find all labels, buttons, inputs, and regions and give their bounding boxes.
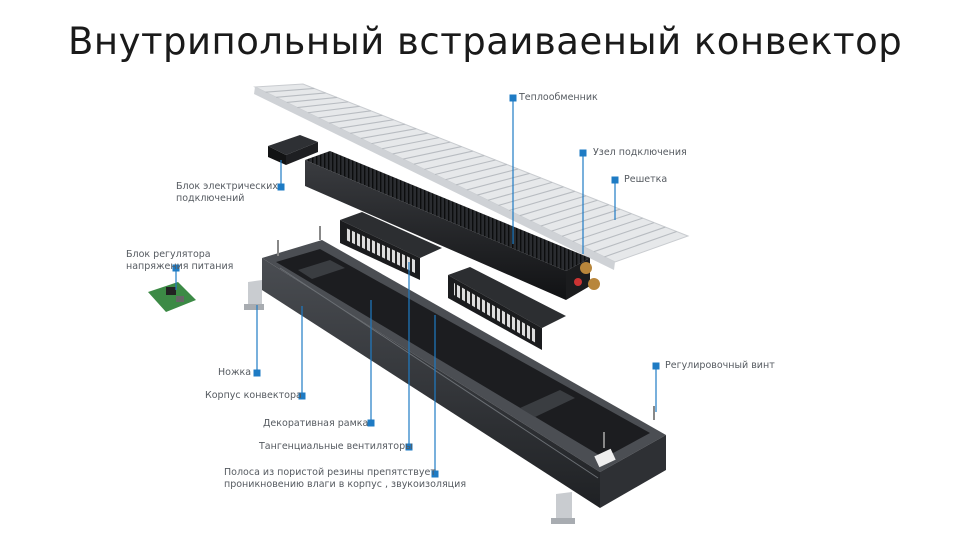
regulator-board	[148, 282, 196, 312]
grille-slat	[413, 150, 473, 165]
label-grille: Решетка	[624, 174, 668, 185]
label-frame: Декоративная рамка	[263, 418, 369, 429]
grille-slat	[329, 114, 383, 124]
grille-slat	[498, 186, 564, 206]
callout-marker-regulator-block	[172, 264, 180, 272]
grille-slat	[508, 190, 575, 212]
grille-slat	[583, 222, 655, 248]
grille-slat	[551, 208, 621, 232]
grille-slat	[392, 141, 451, 155]
tangential-fans	[340, 212, 566, 350]
grille-slat	[572, 217, 643, 242]
callout-marker-housing	[298, 392, 306, 400]
grille-slat	[593, 226, 666, 253]
callout-marker-foot	[253, 369, 261, 377]
grille-slat	[445, 163, 507, 181]
label-heat-exchanger: Теплообменник	[519, 92, 598, 103]
grille-slat	[456, 168, 519, 186]
grille-slat	[360, 128, 417, 140]
label-rubber-strip: Полоса из пористой резины препятствует п…	[224, 467, 467, 490]
label-adjust-screw: Регулировочный винт	[665, 360, 775, 371]
callout-marker-electrical-block	[277, 183, 285, 191]
callout-marker-heat-exchanger	[509, 94, 517, 102]
feet	[244, 280, 575, 524]
adjust-screws	[277, 226, 655, 448]
callout-marker-fans	[405, 443, 413, 451]
label-regulator-block: Блок регулятора напряжения питания	[126, 249, 234, 272]
heat-exchanger-part	[305, 151, 600, 300]
grille-slat	[339, 119, 394, 129]
grille-slat	[381, 137, 439, 150]
convector-housing	[262, 240, 666, 508]
grille-slat	[350, 123, 406, 134]
grille-slat	[276, 92, 326, 98]
grille-slat	[307, 105, 360, 114]
grille-slat	[519, 195, 587, 217]
grille-slat	[530, 199, 598, 222]
grille-slat	[424, 154, 485, 170]
grille-part	[253, 83, 690, 270]
callout-marker-frame	[367, 419, 375, 427]
grille-slat	[297, 101, 349, 109]
grille-slat	[403, 146, 462, 160]
grille-slat	[318, 110, 372, 119]
grille-slat	[371, 132, 428, 145]
label-connection-unit: Узел подключения	[593, 147, 687, 158]
grille-slat	[540, 204, 609, 227]
grille-slat	[286, 96, 338, 103]
callout-marker-connection-unit	[579, 149, 587, 157]
grille-slat	[604, 231, 677, 258]
label-electrical-block: Блок электрических подключений	[176, 181, 278, 204]
label-foot: Ножка	[218, 367, 252, 378]
callout-marker-rubber-strip	[431, 470, 439, 478]
grille-slat	[487, 181, 553, 201]
callout-marker-adjust-screw	[652, 362, 660, 370]
label-fans: Тангенциальные вентиляторы	[259, 441, 413, 452]
grille-slat	[466, 172, 530, 191]
grille-slat	[561, 213, 632, 237]
grille-slat	[434, 159, 496, 176]
grille-slat	[477, 177, 541, 196]
callout-marker-grille	[611, 176, 619, 184]
grille-slat	[265, 87, 315, 93]
label-housing: Корпус конвектора	[205, 390, 302, 401]
page-title: Внутрипольный встраиваеный конвектор	[68, 20, 903, 63]
